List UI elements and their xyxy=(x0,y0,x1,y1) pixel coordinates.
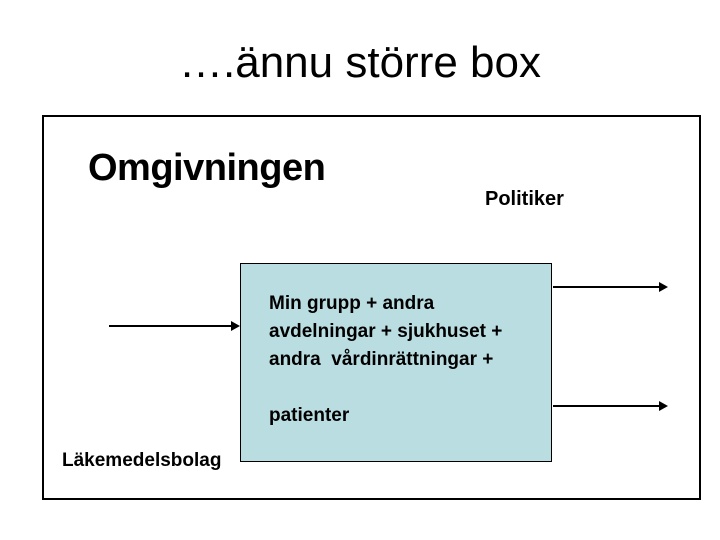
omgivningen-box: Omgivningen Politiker Min grupp + andra … xyxy=(42,115,701,500)
min-grupp-box-line: andra vårdinrättningar + xyxy=(269,349,494,370)
min-grupp-box-line: avdelningar + sjukhuset + xyxy=(269,321,503,342)
outflow-arrow-bottom xyxy=(553,401,668,411)
inflow-arrow xyxy=(109,321,240,331)
politiker-label: Politiker xyxy=(485,188,564,210)
slide-title: ….ännu större box xyxy=(179,38,541,87)
min-grupp-box-line: patienter xyxy=(269,405,350,426)
min-grupp-box-line: Min grupp + andra xyxy=(269,293,435,314)
min-grupp-box: Min grupp + andra avdelningar + sjukhuse… xyxy=(240,263,552,462)
lakemedelsbolag-label: Läkemedelsbolag xyxy=(62,450,222,471)
outflow-arrow-top xyxy=(553,282,668,292)
omgivningen-heading: Omgivningen xyxy=(88,147,326,189)
